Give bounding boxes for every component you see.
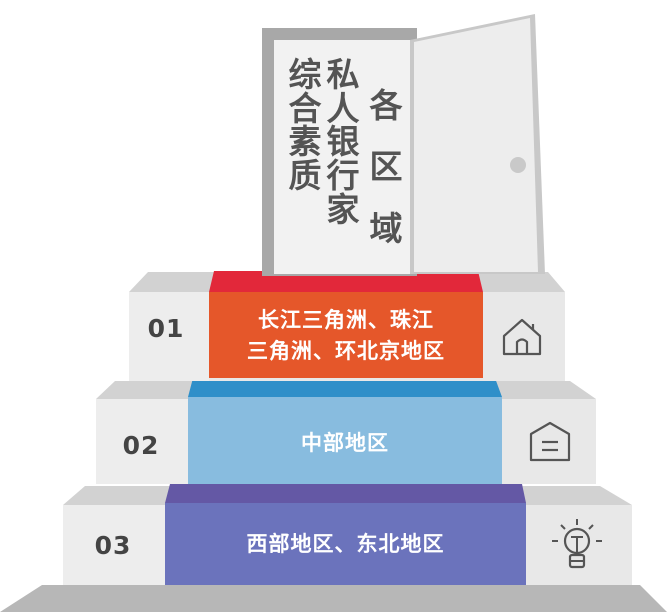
step-label-01: 长江三角洲、珠江 三角洲、环北京地区 <box>209 305 483 367</box>
door-panel <box>414 18 538 272</box>
step-label-01-line-1: 长江三角洲、珠江 <box>258 308 434 332</box>
step-03-block <box>63 484 632 585</box>
step-01-block <box>129 271 565 381</box>
step-label-02: 中部地区 <box>301 431 389 455</box>
lightbulb-icon <box>552 519 602 569</box>
step-02-block <box>96 378 596 484</box>
door-text-column-3: 各区域 <box>369 86 403 248</box>
step-number-01: 01 <box>147 314 185 343</box>
box-icon <box>529 421 571 462</box>
step-label-01-line-2: 三角洲、环北京地区 <box>247 339 445 363</box>
house-icon <box>502 318 542 356</box>
step-label-03: 西部地区、东北地区 <box>246 532 445 556</box>
step-number-02: 02 <box>122 431 160 460</box>
door-text-column-1: 综合素质 <box>288 55 322 195</box>
door-interior <box>274 40 410 274</box>
door-text-column-2: 私人银行家 <box>326 55 360 229</box>
step-number-03: 03 <box>94 531 132 560</box>
door-graphic <box>262 14 545 276</box>
ground-platform <box>0 585 667 612</box>
door-knob <box>510 157 526 173</box>
